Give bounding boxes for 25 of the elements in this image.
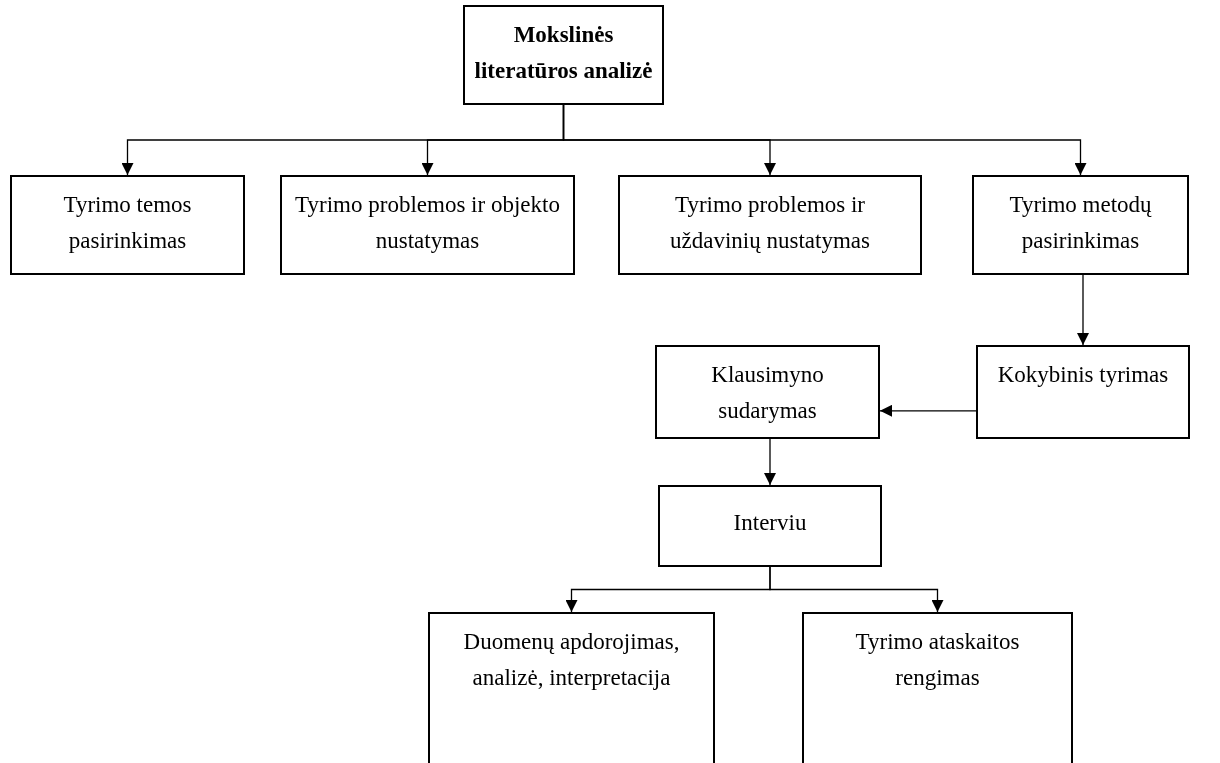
process-box: [972, 175, 1189, 275]
process-box: [618, 175, 922, 275]
process-box: [976, 345, 1190, 439]
arrow: [879, 404, 977, 417]
box-label: Tyrimo ataskaitos rengimas: [854, 628, 1021, 692]
process-box: [280, 175, 575, 275]
box-label: Tyrimo problemos ir uždavinių nustatymas: [669, 191, 871, 255]
box-label: Tyrimo temos pasirinkimas: [62, 191, 193, 255]
arrow: [769, 566, 944, 613]
box-label: Klausimyno sudarymas: [710, 361, 825, 425]
box-label: Tyrimo metodų pasirinkimas: [1008, 191, 1153, 255]
arrow: [1077, 274, 1089, 346]
box-label: Interviu: [733, 509, 807, 537]
box-label: Duomenų apdorojimas, analizė, interpretacija: [462, 628, 681, 692]
box-label: Tyrimo problemos ir objekto nustatymas: [294, 191, 561, 255]
process-box: [802, 612, 1073, 763]
box-label: Kokybinis tyrimas: [997, 361, 1169, 389]
process-box: [428, 612, 715, 763]
arrow: [764, 438, 776, 486]
process-box: [658, 485, 882, 567]
box-label: Mokslinės literatūros analizė: [473, 21, 654, 85]
process-box: [10, 175, 245, 275]
process-box: [655, 345, 880, 439]
arrow: [562, 104, 1087, 176]
process-box: [463, 5, 664, 105]
